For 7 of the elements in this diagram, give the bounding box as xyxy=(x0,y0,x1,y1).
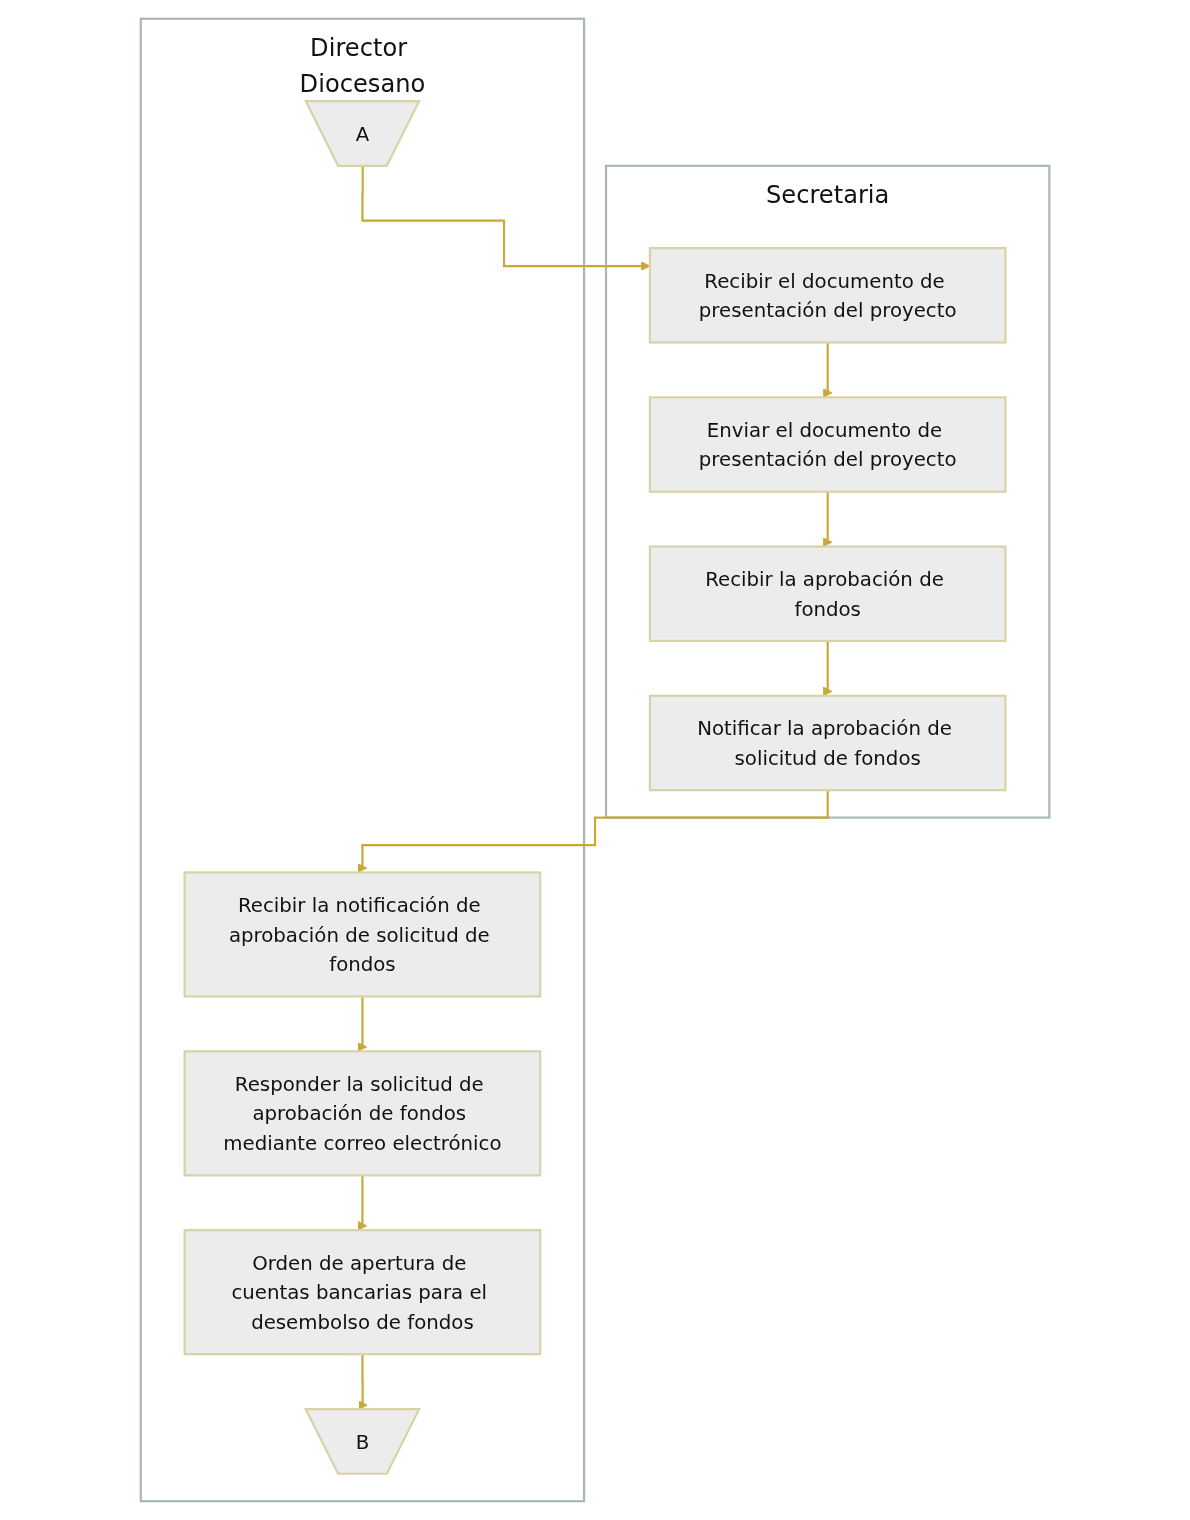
node-box: Recibir la notificación de aprobación de solicitud de fondos xyxy=(183,871,542,998)
node-box: Recibir el documento de presentación del proyecto xyxy=(648,247,1007,344)
node-box: Orden de apertura de cuentas bancarias para el desembolso de fondos xyxy=(183,1229,542,1356)
node-box: Notificar la aprobación de solicitud de fondos xyxy=(648,694,1007,792)
node-box: Recibir la aprobación de fondos xyxy=(648,545,1007,643)
node-box: Responder la solicitud de aprobación de fondos mediante correo electrónico xyxy=(183,1050,542,1177)
node-box: Enviar el documento de presentación del proyecto xyxy=(648,396,1007,493)
